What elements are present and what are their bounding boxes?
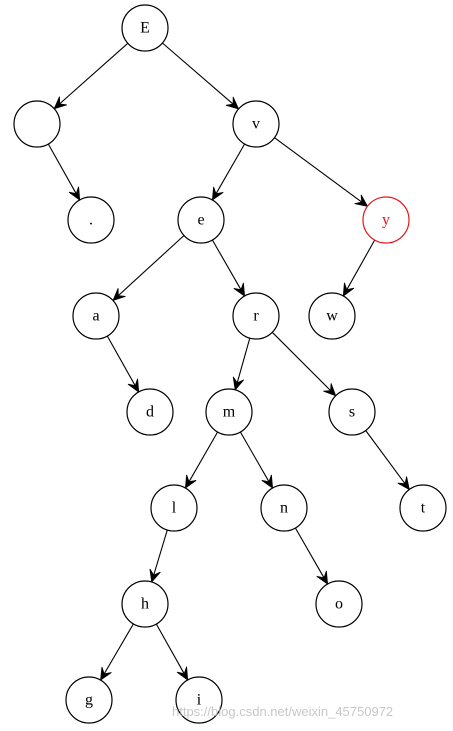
node-circle — [65, 676, 113, 724]
arrow-head-r-m — [232, 376, 245, 391]
arrow-head-a-d — [127, 378, 140, 393]
node-label: E — [140, 20, 150, 37]
node-label: i — [197, 692, 202, 709]
edge-s-t — [365, 430, 406, 485]
edge-r-s — [271, 331, 331, 391]
tree-node-i: i — [175, 676, 223, 724]
edge-a-d — [106, 335, 136, 386]
node-circle — [308, 292, 356, 340]
node-label: s — [349, 404, 355, 421]
edge-l-h — [153, 529, 168, 576]
tree-node-v: v — [232, 100, 280, 148]
arrow-head-h-i — [176, 666, 189, 681]
node-circle — [126, 388, 174, 436]
tree-nodes: Ev. e y a r w d m s l n t h o g i — [13, 4, 447, 724]
node-label: t — [421, 500, 426, 517]
node-label: n — [280, 500, 288, 517]
arrow-head-m-n — [261, 474, 274, 489]
arrow-head-e-a — [112, 288, 126, 302]
node-circle — [72, 292, 120, 340]
arrow-head-r-s — [323, 383, 337, 397]
node-label: y — [382, 212, 390, 229]
edge-e-r — [211, 239, 242, 291]
node-circle — [177, 196, 225, 244]
node-label: l — [172, 500, 177, 517]
tree-node-a: a — [72, 292, 120, 340]
tree-node-blank — [13, 100, 61, 148]
arrow-head-v-e — [211, 186, 224, 201]
edge-r-m — [236, 337, 251, 384]
tree-node-r: r — [232, 292, 280, 340]
arrow-head-E-blank — [53, 96, 67, 110]
node-label: v — [252, 116, 260, 133]
tree-node-n: n — [260, 484, 308, 532]
node-circle — [399, 484, 447, 532]
tree-node-h: h — [121, 580, 169, 628]
edge-h-i — [155, 623, 185, 674]
arrow-head-v-y — [354, 194, 369, 207]
watermark: https://blog.csdn.net/weixin_45750972 — [172, 704, 394, 719]
node-label: w — [326, 308, 338, 325]
edge-e-a — [117, 235, 185, 297]
node-label: a — [92, 308, 99, 325]
node-circle — [150, 484, 198, 532]
tree-node-dot: . — [67, 196, 115, 244]
edge-n-o — [294, 527, 325, 579]
tree-node-o: o — [315, 580, 363, 628]
node-circle — [205, 388, 253, 436]
node-circle — [260, 484, 308, 532]
arrow-head-E-v — [225, 96, 240, 110]
arrow-head-s-t — [397, 476, 410, 491]
edge-v-e — [215, 143, 246, 195]
node-label: . — [89, 212, 93, 229]
node-circle — [328, 388, 376, 436]
arrow-head-l-h — [149, 568, 161, 583]
tree-node-w: w — [308, 292, 356, 340]
arrow-head-e-r — [233, 282, 246, 297]
edge-m-l — [188, 431, 219, 483]
edge-v-y — [274, 137, 363, 203]
tree-node-g: g — [65, 676, 113, 724]
node-circle — [121, 4, 169, 52]
node-label: r — [253, 308, 259, 325]
tree-node-y: y — [362, 196, 410, 244]
tree-node-e: e — [177, 196, 225, 244]
tree-node-d: d — [126, 388, 174, 436]
node-label: o — [335, 596, 343, 613]
node-circle — [232, 292, 280, 340]
edge-E-blank — [59, 42, 129, 105]
node-circle — [175, 676, 223, 724]
node-label: d — [146, 404, 154, 421]
tree-node-t: t — [399, 484, 447, 532]
tree-node-l: l — [150, 484, 198, 532]
node-circle — [13, 100, 61, 148]
node-label: e — [197, 212, 204, 229]
node-circle — [362, 196, 410, 244]
tree-node-E: E — [121, 4, 169, 52]
edge-E-v — [162, 42, 234, 105]
node-label: g — [85, 692, 93, 709]
tree-edges — [47, 42, 410, 681]
arrow-head-n-o — [316, 570, 329, 585]
tree-node-m: m — [205, 388, 253, 436]
node-label: h — [141, 596, 149, 613]
edge-blank-dot — [47, 143, 77, 194]
node-circle — [232, 100, 280, 148]
node-circle — [121, 580, 169, 628]
arrow-head-h-g — [100, 666, 112, 681]
node-label: m — [223, 404, 236, 421]
edge-y-w — [346, 239, 376, 290]
edge-h-g — [103, 623, 134, 675]
node-circle — [67, 196, 115, 244]
arrow-head-y-w — [342, 282, 355, 297]
node-circle — [315, 580, 363, 628]
arrow-head-m-l — [184, 474, 197, 489]
tree-node-s: s — [328, 388, 376, 436]
edge-m-n — [239, 431, 270, 483]
arrow-head-blank-dot — [68, 186, 81, 201]
